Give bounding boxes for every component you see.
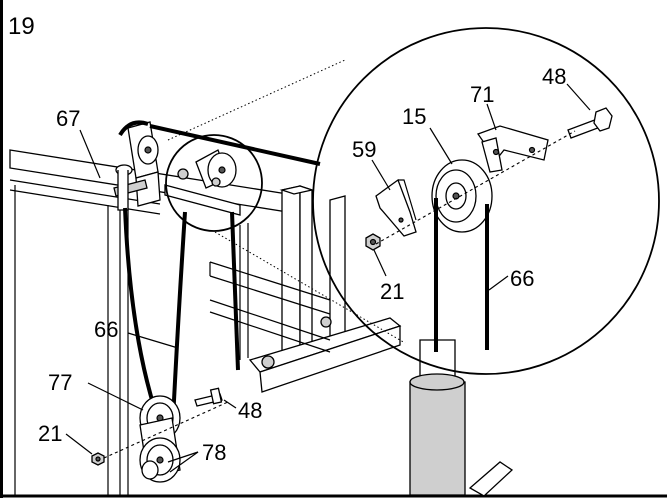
bolt-48-left xyxy=(194,387,223,407)
callout-21-left: 21 xyxy=(38,421,62,446)
callout-48-left: 48 xyxy=(238,398,262,423)
projection-line-bottom xyxy=(214,231,406,344)
callout-59: 59 xyxy=(352,137,376,162)
callout-67: 67 xyxy=(56,106,80,131)
callout-66-left: 66 xyxy=(94,317,118,342)
upper-pulley-assembly xyxy=(164,149,241,216)
detail-circle xyxy=(312,27,660,375)
callout-48-detail: 48 xyxy=(542,64,566,89)
projection-line-top xyxy=(167,59,346,141)
cable-66-left xyxy=(171,211,187,421)
bracket-59 xyxy=(375,178,417,237)
callout-77: 77 xyxy=(48,370,72,395)
bracket-71 xyxy=(476,125,549,173)
nut-21-left xyxy=(91,452,105,466)
callout-15: 15 xyxy=(402,104,426,129)
nut-21-detail xyxy=(365,233,381,251)
leader-lines xyxy=(65,83,591,473)
pulley-15 xyxy=(431,159,493,233)
machine-frame xyxy=(9,121,514,497)
step-number: 19 xyxy=(8,13,35,40)
callout-21-detail: 21 xyxy=(380,279,404,304)
callout-66-detail: 66 xyxy=(510,266,534,291)
cable-top xyxy=(149,124,321,166)
lower-pulley-assembly xyxy=(139,395,181,483)
detail-view xyxy=(312,27,660,375)
callout-78: 78 xyxy=(202,440,226,465)
callout-71: 71 xyxy=(470,82,494,107)
bolt-48-detail xyxy=(567,107,613,139)
detail-source-circle xyxy=(165,134,263,232)
